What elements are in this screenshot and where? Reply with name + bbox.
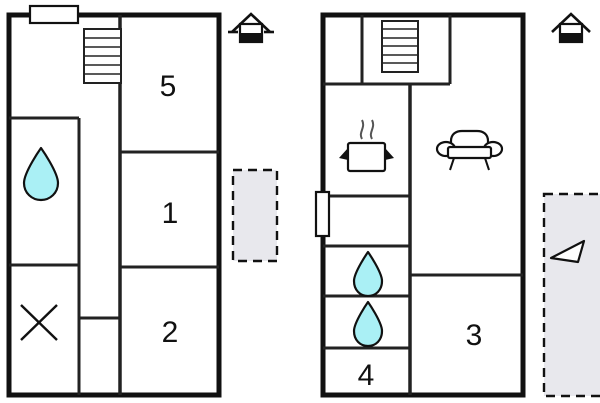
room-label-2: 2 bbox=[162, 316, 179, 349]
water-drop-icon bbox=[22, 146, 60, 202]
north-orientation-icon bbox=[228, 12, 274, 44]
right-plan-outer-wall bbox=[320, 12, 526, 398]
cross-mark-icon bbox=[20, 304, 58, 341]
sofa-icon bbox=[435, 129, 504, 171]
door-opening-icon bbox=[314, 190, 331, 238]
left-floor-plan: 5 1 2 bbox=[6, 4, 222, 398]
cooking-pot-icon bbox=[339, 119, 394, 173]
terrace-left bbox=[231, 168, 279, 263]
water-drop-icon bbox=[352, 250, 384, 298]
north-orientation-icon bbox=[551, 12, 591, 44]
ramp-triangle-icon bbox=[549, 239, 586, 264]
room-label-4: 4 bbox=[358, 359, 375, 392]
right-floor-plan: 3 4 bbox=[314, 12, 586, 398]
window-opening-icon bbox=[28, 4, 80, 25]
terrace-right bbox=[542, 192, 600, 398]
room-label-1: 1 bbox=[162, 197, 179, 230]
room-label-3: 3 bbox=[466, 319, 483, 352]
staircase-icon bbox=[381, 20, 419, 73]
staircase-icon bbox=[83, 28, 122, 84]
room-label-5: 5 bbox=[160, 70, 177, 103]
water-drop-icon bbox=[352, 300, 384, 348]
